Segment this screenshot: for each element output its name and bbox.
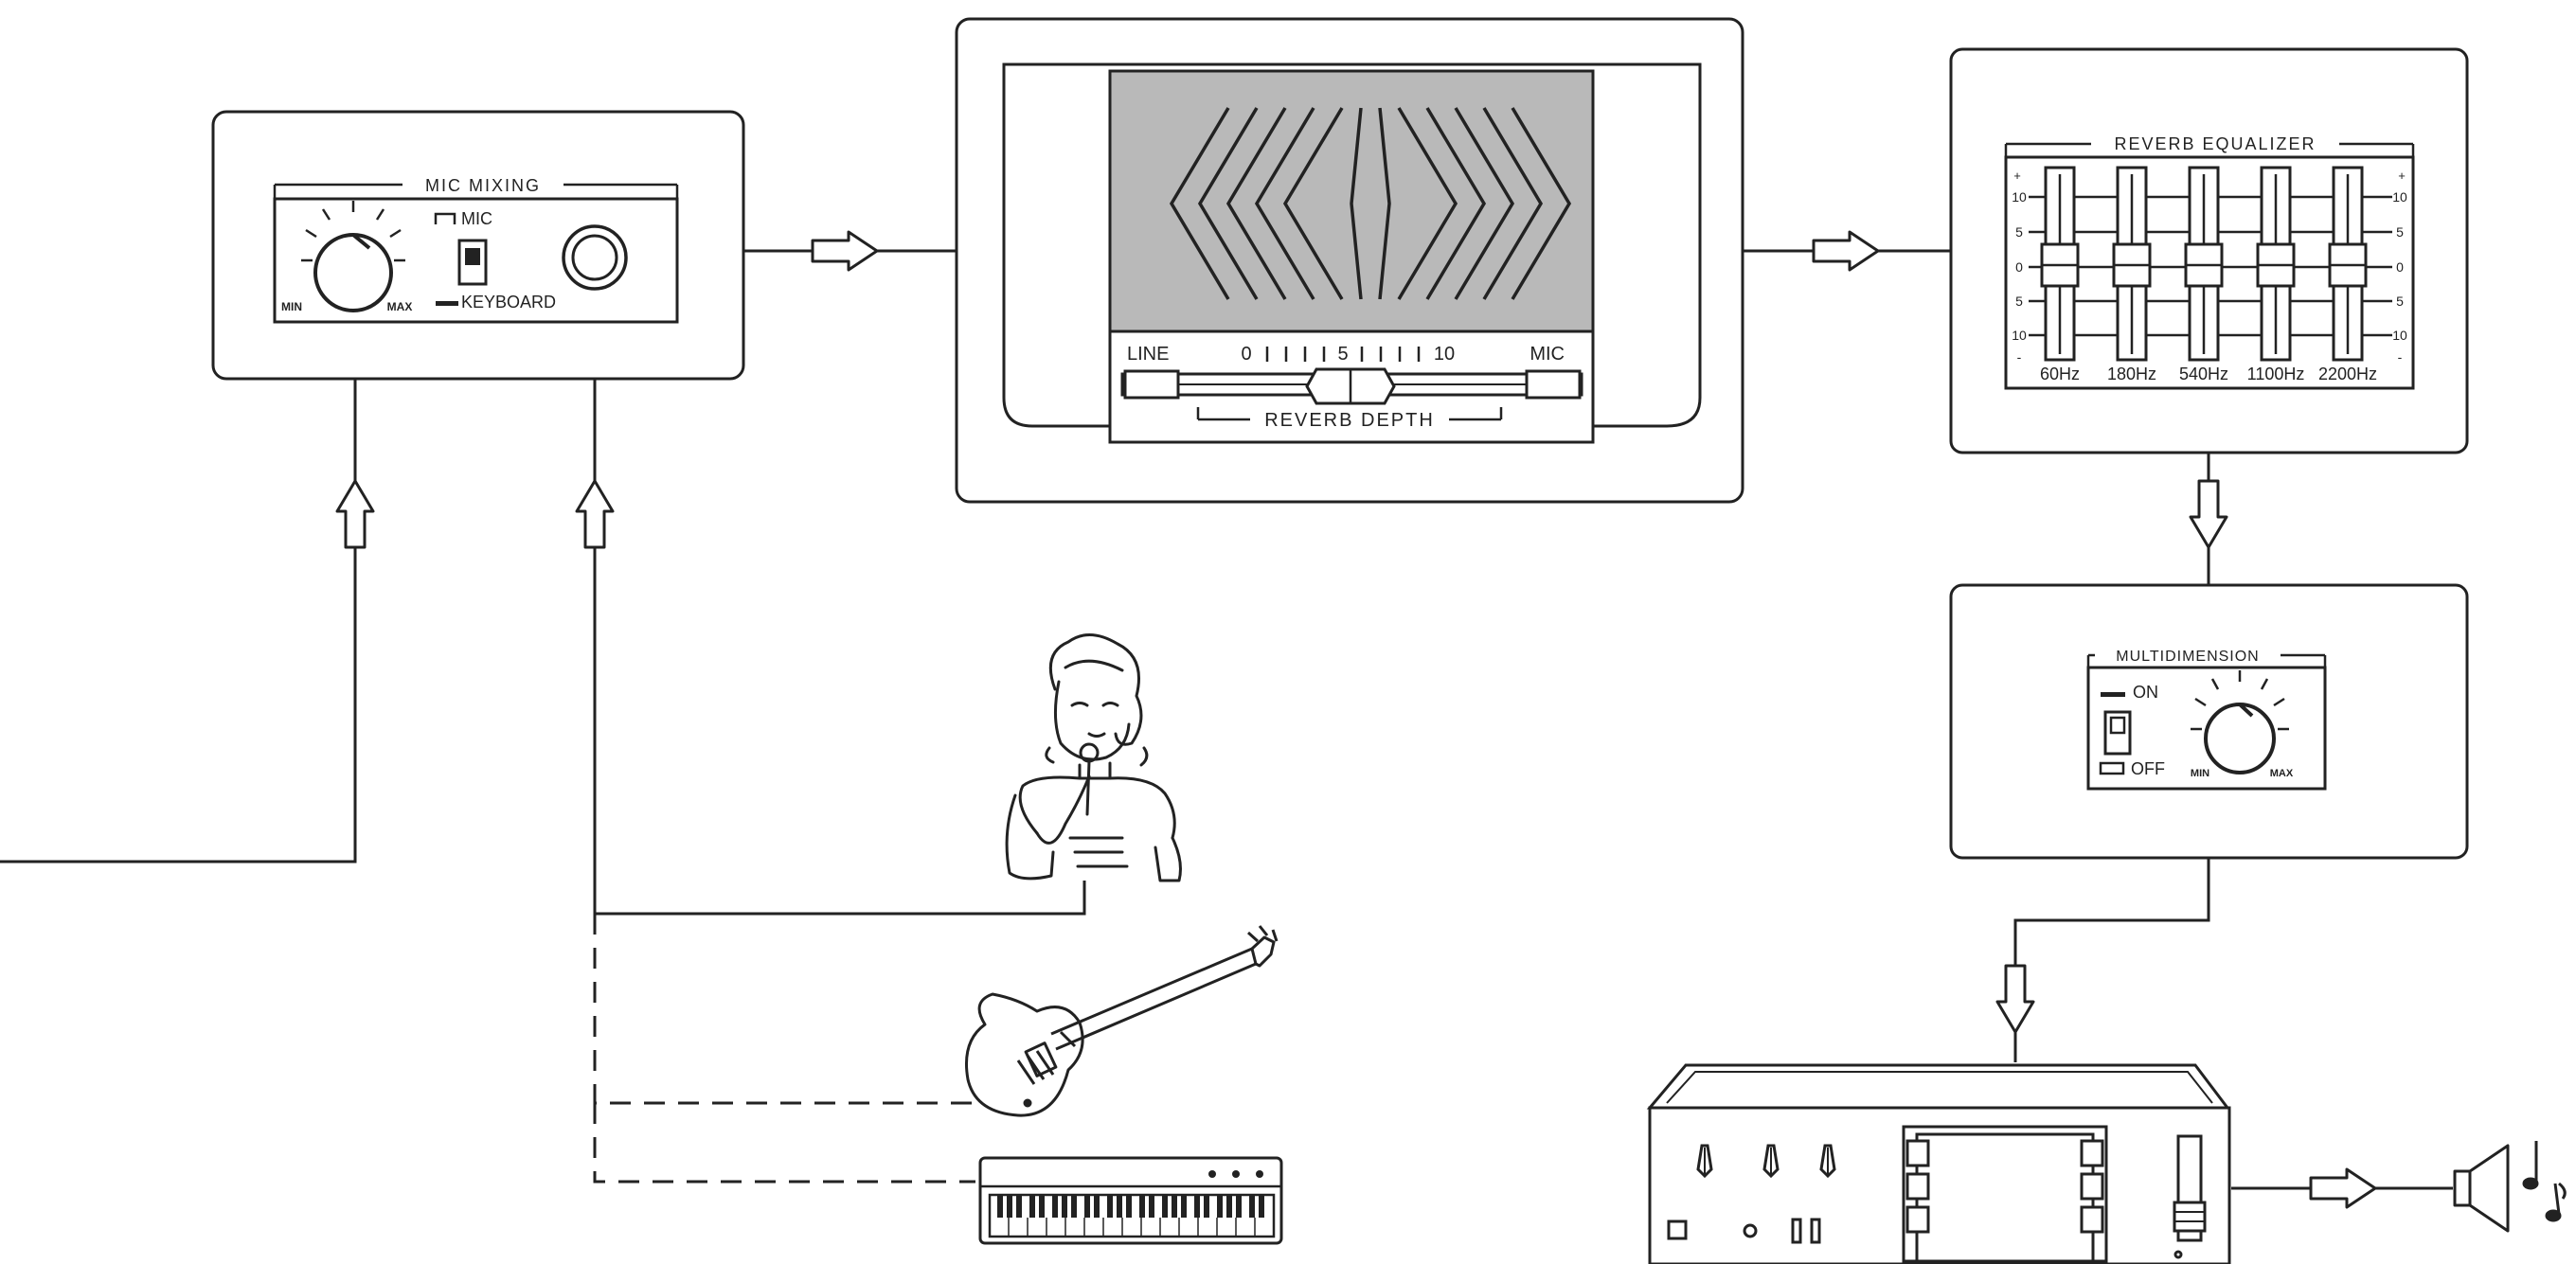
- band-label: 60Hz: [2040, 365, 2080, 383]
- amp-knob[interactable]: [1819, 1144, 1836, 1179]
- band-label: 180Hz: [2107, 365, 2156, 383]
- depth-scale-ticks: [1265, 347, 1421, 362]
- eq-scale-left: +: [2013, 169, 2021, 183]
- eq-scale-right: 5: [2396, 294, 2404, 309]
- arrow-icon: [2189, 479, 2228, 549]
- band-label: 540Hz: [2179, 365, 2228, 383]
- reverb-equalizer-unit: REVERB EQUALIZER + 10 5 0 5 10 - + 10 5 …: [1949, 47, 2469, 454]
- eq-scale-left: 5: [2015, 224, 2023, 240]
- on-label: ON: [2133, 683, 2158, 702]
- depth-scale-start: 0: [1241, 344, 1251, 365]
- multidimension-unit: MULTIDIMENSION ON OFF MIN MAX: [1949, 583, 2469, 860]
- eq-scale-left: 0: [2015, 259, 2023, 275]
- amp-knob[interactable]: [1696, 1144, 1713, 1179]
- speaker-icon: [2453, 1144, 2510, 1233]
- arrow-icon: [811, 230, 879, 272]
- line-singer-to-jack: [593, 298, 1086, 916]
- eq-scale-left: 10: [2012, 189, 2027, 205]
- line-keyboard-instrument: [593, 1103, 975, 1184]
- eq-scale-right: +: [2398, 169, 2406, 183]
- mic-keyboard-switch[interactable]: [457, 239, 488, 286]
- line-multidimension-to-amp: [2013, 858, 2210, 1062]
- eq-scale-left: 10: [2012, 328, 2027, 343]
- multidimension-on-off-switch[interactable]: [2103, 710, 2132, 756]
- arrow-icon: [575, 479, 615, 549]
- guitar-icon: [964, 925, 1279, 1117]
- depth-mic-label: MIC: [1530, 344, 1565, 365]
- knob-max-label: MAX: [2270, 768, 2294, 779]
- amplifier-icon: [1646, 1063, 2231, 1264]
- on-switch-icon: [2101, 692, 2125, 697]
- depth-scale-mid: 5: [1337, 344, 1348, 365]
- mic-position-label: MIC: [461, 209, 492, 228]
- reverb-equalizer-title: REVERB EQUALIZER: [2114, 134, 2316, 153]
- multidimension-title: MULTIDIMENSION: [2116, 649, 2259, 665]
- amp-knob[interactable]: [1762, 1144, 1780, 1179]
- mic-level-knob[interactable]: [301, 201, 405, 312]
- eq-scale-left: 5: [2015, 294, 2023, 309]
- band-label: 1100Hz: [2247, 365, 2305, 383]
- keyboard-position-label: KEYBOARD: [461, 293, 556, 312]
- reverb-depth-slider[interactable]: [1305, 367, 1396, 405]
- mic-mixing-title: MIC MIXING: [425, 176, 541, 195]
- mic-input-jack[interactable]: [562, 224, 628, 291]
- arrow-icon: [1812, 230, 1880, 272]
- eq-scale-left: -: [2017, 349, 2022, 365]
- arrow-icon: [1995, 964, 2035, 1034]
- keyboard-switch-icon: [436, 301, 458, 306]
- eq-scale-right: 10: [2392, 328, 2407, 343]
- off-label: OFF: [2131, 759, 2165, 778]
- keyboard-instrument-icon: [978, 1156, 1283, 1245]
- eq-slider-60hz[interactable]: [2040, 166, 2080, 362]
- eq-slider-180hz[interactable]: [2112, 166, 2152, 362]
- line-label: LINE: [1127, 344, 1169, 365]
- multidimension-level-knob[interactable]: [2191, 670, 2289, 774]
- eq-scale-right: 10: [2392, 189, 2407, 205]
- arrow-icon: [2309, 1167, 2377, 1209]
- reverb-depth-unit: LINE MIC 0 5 10 REVERB DEPTH: [955, 17, 1744, 504]
- reverb-display: [1108, 69, 1595, 333]
- amp-fader[interactable]: [2173, 1134, 2207, 1242]
- depth-scale-end: 10: [1434, 344, 1455, 365]
- eq-slider-1100hz[interactable]: [2256, 166, 2296, 362]
- eq-slider-2200hz[interactable]: [2328, 166, 2368, 362]
- mic-switch-icon: [434, 212, 456, 224]
- arrow-icon: [335, 479, 375, 549]
- knob-max-label: MAX: [387, 300, 413, 313]
- eq-scale-right: 5: [2396, 224, 2404, 240]
- reverb-depth-title: REVERB DEPTH: [1264, 410, 1435, 431]
- mic-mixing-unit: MIC MIXING MIN MAX MIC KEYBOARD: [211, 110, 745, 381]
- knob-min-label: MIN: [2191, 768, 2209, 779]
- band-label: 2200Hz: [2318, 365, 2377, 383]
- off-switch-icon: [2099, 761, 2125, 775]
- eq-scale-right: -: [2398, 349, 2403, 365]
- eq-scale-right: 0: [2396, 259, 2404, 275]
- line-guitar: [593, 914, 975, 1105]
- music-note-icon: [2522, 1141, 2567, 1222]
- eq-slider-540hz[interactable]: [2184, 166, 2224, 362]
- singer-icon: [1005, 633, 1182, 882]
- knob-min-label: MIN: [281, 300, 302, 313]
- line-input-to-mic-mixing: [0, 379, 357, 863]
